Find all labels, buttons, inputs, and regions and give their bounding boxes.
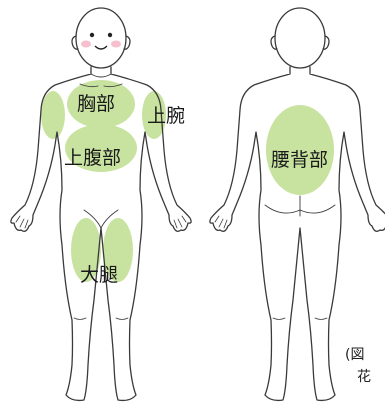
caption-line-2: 花 (345, 366, 385, 388)
figure-caption: (図 花 (345, 344, 385, 388)
back-head (275, 8, 325, 68)
label-upper-arm: 上腕 (147, 105, 185, 127)
caption-line-1: (図 (345, 344, 385, 366)
left-eye (90, 33, 94, 37)
front-figure: 胸部 上腕 上腹部 大腿 (11, 8, 191, 400)
right-cheek (111, 41, 121, 48)
back-figure: 腰背部 (210, 8, 385, 400)
label-thigh: 大腿 (80, 264, 118, 286)
label-chest: 胸部 (77, 93, 115, 115)
label-lower-back: 腰背部 (271, 149, 328, 171)
left-cheek (81, 41, 91, 48)
mouth (95, 46, 107, 49)
left-upper-arm-area (41, 91, 65, 139)
label-upper-abdomen: 上腹部 (64, 147, 121, 169)
front-head (76, 8, 126, 68)
right-eye (108, 33, 112, 37)
